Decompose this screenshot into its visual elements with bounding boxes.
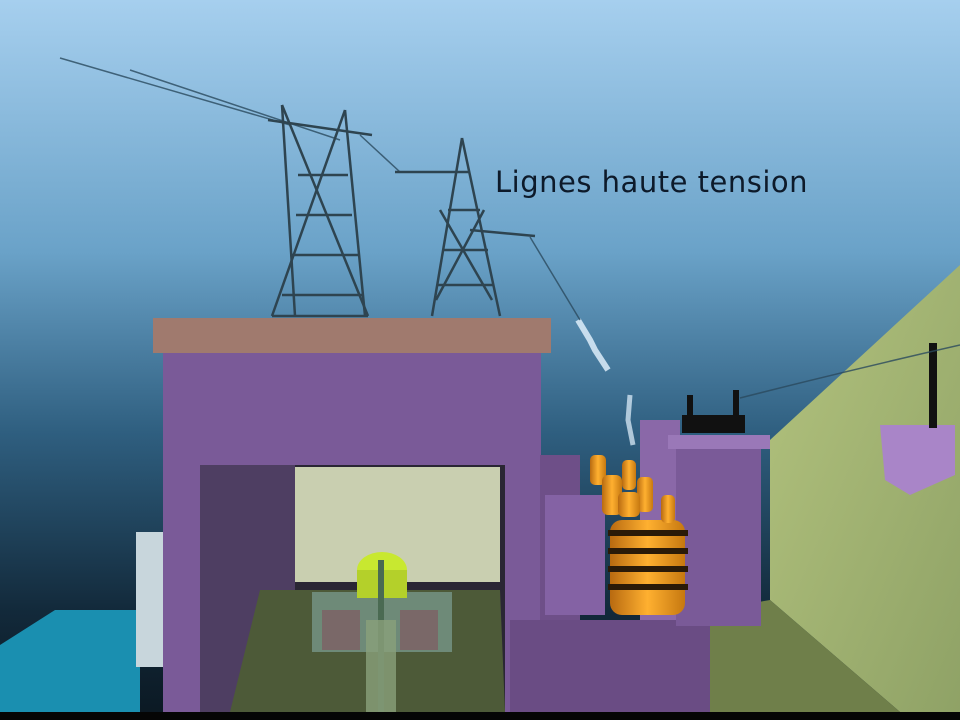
pylon-left — [267, 104, 373, 318]
caption-label: Lignes haute tension — [495, 165, 809, 199]
white-panel — [136, 532, 166, 667]
bushing-block — [682, 415, 745, 433]
roof — [153, 318, 551, 353]
water — [0, 610, 140, 712]
bottom-letterbox — [0, 712, 960, 720]
spark — [575, 318, 611, 372]
pylon-right — [395, 137, 536, 317]
hill — [770, 265, 960, 712]
transformer — [590, 455, 688, 615]
